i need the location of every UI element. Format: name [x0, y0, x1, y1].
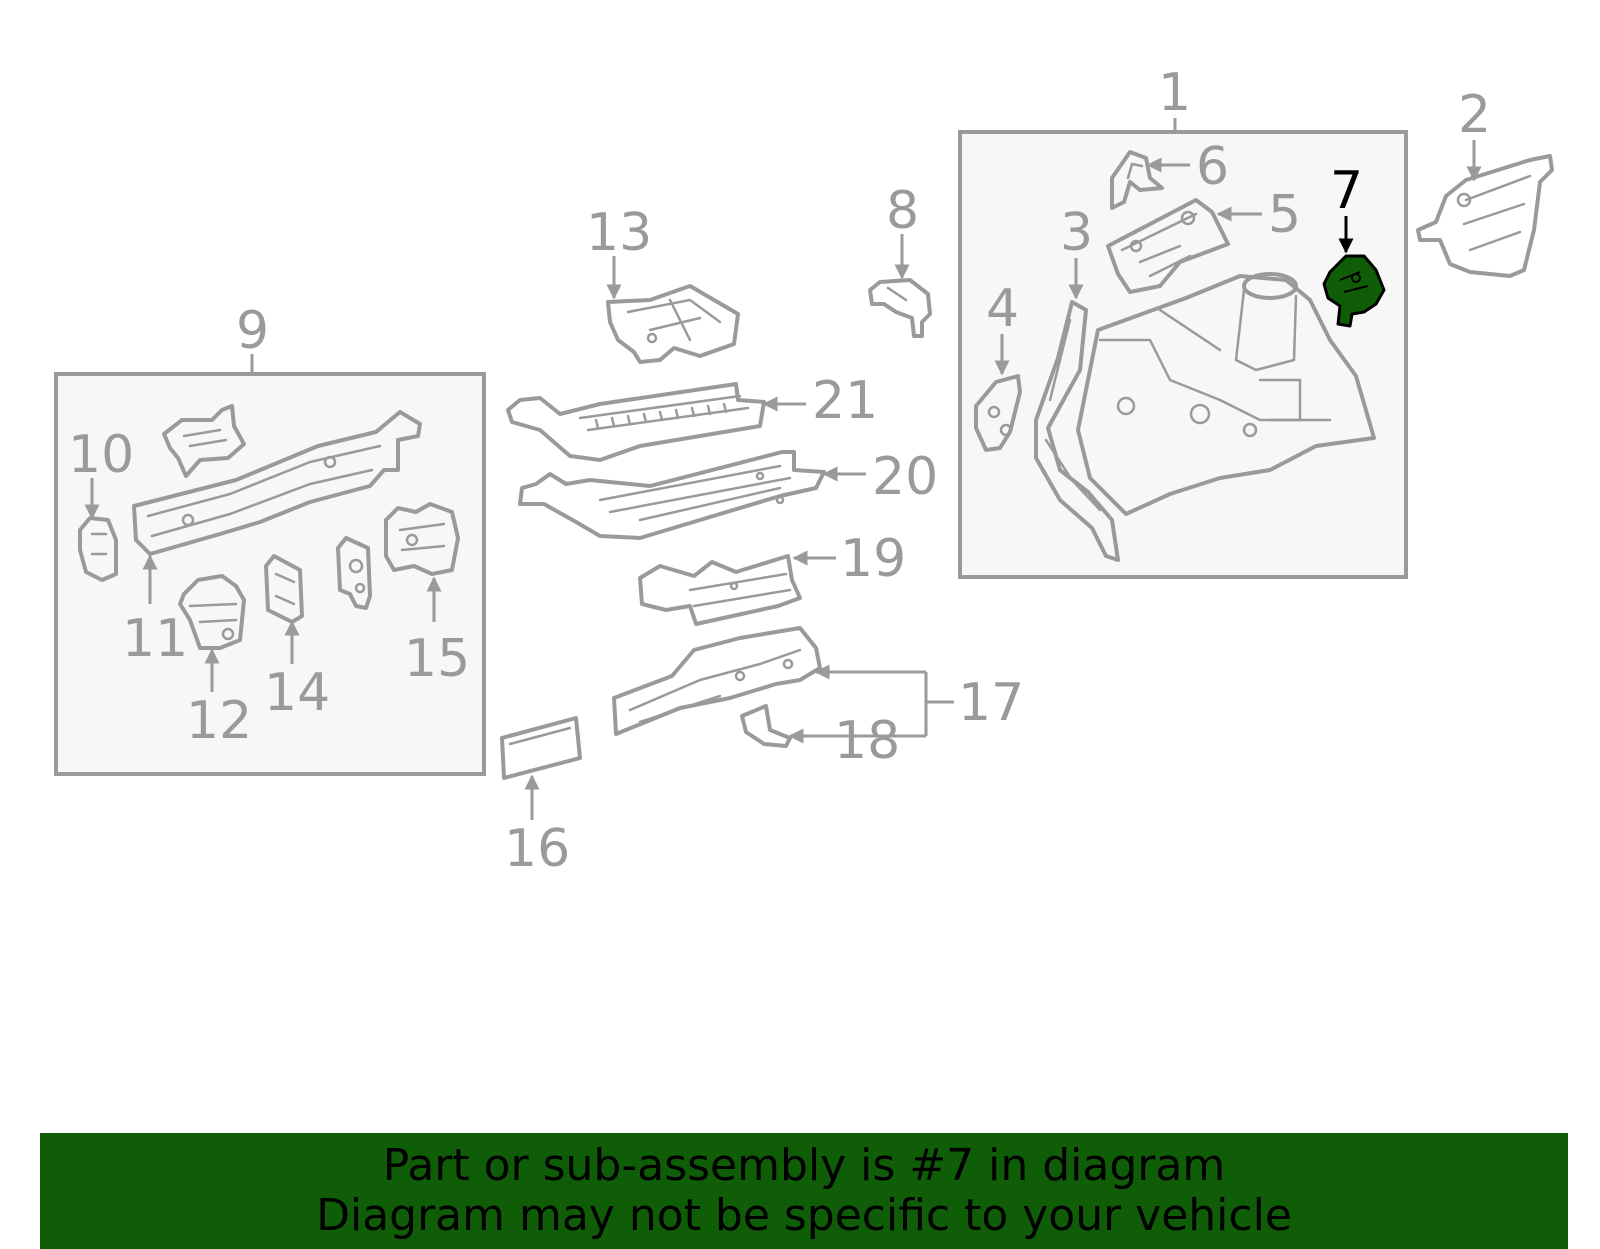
banner-line-2: Diagram may not be specific to your vehi… [316, 1190, 1292, 1241]
callout-16[interactable]: 16 [504, 819, 570, 879]
part-8[interactable] [868, 278, 932, 338]
info-banner: Part or sub-assembly is #7 in diagram Di… [40, 1133, 1568, 1249]
callout-9[interactable]: 9 [236, 301, 269, 361]
part-20[interactable] [518, 450, 826, 540]
callout-14[interactable]: 14 [264, 663, 330, 723]
callout-20[interactable]: 20 [872, 447, 938, 507]
part-2[interactable] [1416, 154, 1554, 278]
callout-13[interactable]: 13 [586, 203, 652, 263]
callout-3[interactable]: 3 [1060, 203, 1093, 263]
part-4[interactable] [974, 374, 1022, 452]
callout-11[interactable]: 11 [122, 609, 188, 669]
part-19[interactable] [638, 554, 802, 626]
callout-15[interactable]: 15 [404, 629, 470, 689]
part-11[interactable] [132, 410, 422, 556]
callout-1[interactable]: 1 [1158, 63, 1191, 123]
part-13[interactable] [606, 284, 740, 364]
callout-7[interactable]: 7 [1330, 161, 1363, 221]
callout-21[interactable]: 21 [812, 371, 878, 431]
part-1-wheelhouse[interactable] [1076, 272, 1376, 516]
callout-18[interactable]: 18 [834, 711, 900, 771]
part-15[interactable] [384, 502, 460, 576]
part-3[interactable] [1034, 300, 1120, 562]
callout-10[interactable]: 10 [68, 425, 134, 485]
part-9-clip[interactable] [336, 536, 372, 610]
callout-19[interactable]: 19 [840, 529, 906, 589]
callout-8[interactable]: 8 [886, 181, 919, 241]
part-7-highlighted[interactable] [1322, 254, 1386, 328]
part-5[interactable] [1106, 198, 1230, 294]
assembly-9-box [54, 372, 486, 776]
part-12[interactable] [178, 574, 246, 650]
callout-2[interactable]: 2 [1458, 85, 1491, 145]
callout-17[interactable]: 17 [958, 673, 1024, 733]
part-16[interactable] [500, 716, 582, 780]
part-18[interactable] [740, 704, 792, 748]
part-14[interactable] [264, 554, 304, 624]
callout-5[interactable]: 5 [1268, 185, 1301, 245]
callout-12[interactable]: 12 [186, 691, 252, 751]
part-21[interactable] [506, 382, 766, 462]
part-9-bracket[interactable] [162, 404, 246, 478]
part-6[interactable] [1110, 150, 1164, 210]
callout-6[interactable]: 6 [1196, 137, 1229, 197]
callout-4[interactable]: 4 [986, 279, 1019, 339]
banner-line-1: Part or sub-assembly is #7 in diagram [382, 1140, 1226, 1191]
part-17[interactable] [612, 626, 822, 736]
